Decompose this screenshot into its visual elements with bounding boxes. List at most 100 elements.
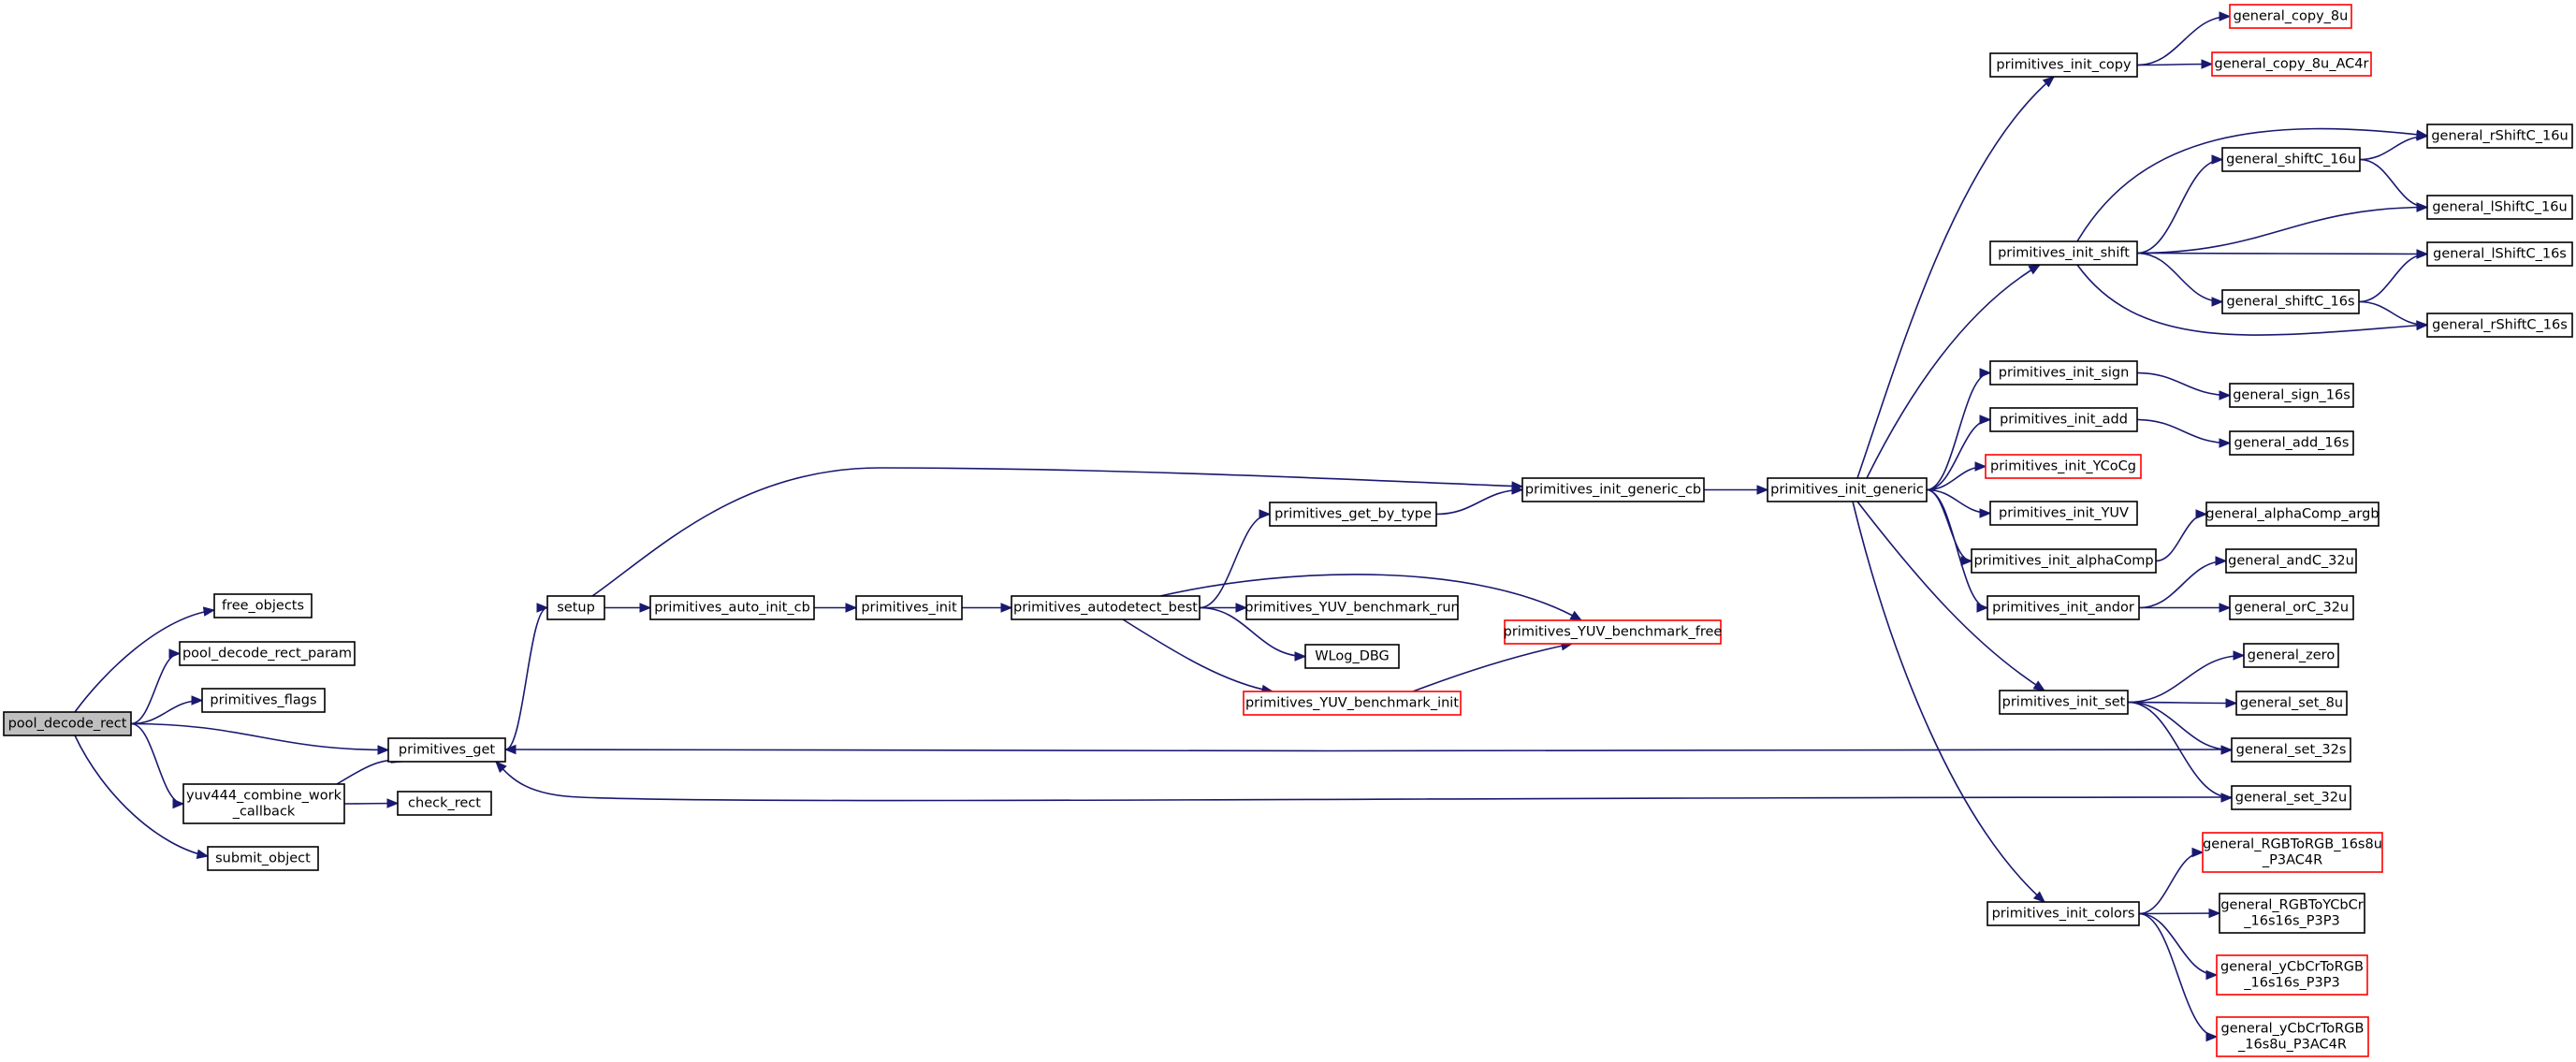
node-box: [2231, 737, 2351, 763]
node-primitives-init-set[interactable]: primitives_init_set: [1999, 690, 2129, 715]
node-general-shiftc-16s[interactable]: general_shiftC_16s: [2221, 289, 2360, 314]
node-general-copy-8u-ac4r[interactable]: general_copy_8u_AC4r: [2211, 51, 2372, 77]
edge-line: [1435, 488, 1523, 516]
edge-line: [1122, 618, 1273, 692]
node-box: [2426, 313, 2573, 338]
node-primitives-yuv-benchmark-free[interactable]: primitives_YUV_benchmark_free: [1504, 619, 1723, 645]
arrowhead: [2215, 556, 2228, 566]
node-primitives-init-yuv[interactable]: primitives_init_YUV: [1989, 501, 2138, 526]
node-pool-decode-rect-param[interactable]: pool_decode_rect_param: [179, 641, 356, 666]
node-general-set-32u[interactable]: general_set_32u: [2231, 785, 2351, 810]
edge-line: [1926, 488, 1988, 609]
edge-primitives-init-andor-to-general-andc-32u: [2138, 556, 2228, 609]
node-wlog-dbg[interactable]: WLog_DBG: [1304, 644, 1400, 669]
node-general-andc-32u[interactable]: general_andC_32u: [2225, 548, 2357, 574]
node-primitives-get[interactable]: primitives_get: [387, 737, 506, 763]
node-label: primitives_flags: [210, 693, 316, 708]
node-general-sign-16s[interactable]: general_sign_16s: [2229, 383, 2354, 408]
node-primitives-yuv-benchmark-init[interactable]: primitives_YUV_benchmark_init: [1243, 691, 1462, 716]
node-general-ycbcrtorgb-16s16s-p3p3[interactable]: general_yCbCrToRGB_16s16s_P3P3: [2216, 954, 2368, 996]
arrowhead: [2191, 847, 2205, 858]
node-box: [2216, 954, 2368, 996]
arrowhead: [1511, 485, 1524, 495]
node-pool-decode-rect[interactable]: pool_decode_rect: [3, 711, 132, 736]
edge-line: [1199, 606, 1306, 658]
node-general-orc-32u[interactable]: general_orC_32u: [2229, 595, 2354, 620]
node-primitives-init-add[interactable]: primitives_init_add: [1989, 407, 2138, 432]
edge-primitives-yuv-benchmark-init-to-primitives-yuv-benchmark-free: [1412, 641, 1574, 692]
node-primitives-init-copy[interactable]: primitives_init_copy: [1989, 52, 2138, 78]
arrowhead: [1979, 508, 1992, 518]
node-primitives-flags[interactable]: primitives_flags: [201, 688, 326, 713]
node-primitives-init-shift[interactable]: primitives_init_shift: [1989, 240, 2138, 266]
function-nodes: pool_decode_rect free_objects pool_decode_…: [3, 4, 2573, 1057]
edge-line: [1856, 501, 2045, 691]
edge-line: [1866, 264, 2041, 479]
node-box: [546, 595, 605, 620]
node-label: primitives_init_alphaComp: [1973, 554, 2153, 569]
edge-primitives-init-colors-to-general-rgbtoycbcr-16s16s-p3p3: [2138, 908, 2221, 919]
node-general-rgbtoycbcr-16s16s-p3p3[interactable]: general_RGBToYCbCr_16s16s_P3P3: [2219, 893, 2365, 934]
node-box: [397, 791, 492, 816]
node-primitives-init-generic-cb[interactable]: primitives_init_generic_cb: [1521, 477, 1705, 502]
edge-general-set-32s-to-primitives-get: [503, 744, 2233, 755]
edge-line: [504, 749, 2233, 752]
edge-line: [2138, 560, 2227, 609]
node-primitives-init-andor[interactable]: primitives_init_andor: [1987, 595, 2140, 620]
node-yuv444-combine-work-callback[interactable]: yuv444_combine_work_callback: [182, 783, 345, 824]
node-check-rect[interactable]: check_rect: [397, 791, 492, 816]
node-free-objects[interactable]: free_objects: [213, 593, 313, 618]
edge-primitives-init-generic-to-primitives-init-alphacomp: [1926, 488, 1973, 566]
node-label: general_rShiftC_16s: [2432, 318, 2568, 333]
node-box: [1989, 501, 2138, 526]
node-box: [1304, 644, 1400, 669]
node-general-set-8u[interactable]: general_set_8u: [2235, 691, 2348, 716]
node-primitives-autodetect-best[interactable]: primitives_autodetect_best: [1011, 595, 1201, 620]
node-general-lshiftc-16u[interactable]: general_lShiftC_16u: [2426, 195, 2573, 220]
node-label: general_set_32u: [2235, 791, 2347, 806]
node-general-zero[interactable]: general_zero: [2243, 643, 2339, 668]
node-primitives-get-by-type[interactable]: primitives_get_by_type: [1269, 502, 1437, 527]
node-primitives-init[interactable]: primitives_init: [855, 595, 963, 620]
edge-line: [74, 735, 209, 857]
node-general-add-16s[interactable]: general_add_16s: [2229, 430, 2354, 456]
edge-line: [2138, 912, 2218, 976]
node-general-rshiftc-16s[interactable]: general_rShiftC_16s: [2426, 313, 2573, 338]
node-submit-object[interactable]: submit_object: [207, 846, 319, 871]
node-primitives-auto-init-cb[interactable]: primitives_auto_init_cb: [649, 595, 815, 620]
node-box: [1989, 360, 2138, 386]
arrowhead: [536, 603, 549, 613]
node-primitives-init-generic[interactable]: primitives_init_generic: [1767, 477, 1928, 502]
node-primitives-init-alphacomp[interactable]: primitives_init_alphaComp: [1971, 548, 2157, 574]
node-label: check_rect: [408, 796, 481, 811]
node-primitives-yuv-benchmark-run[interactable]: primitives_YUV_benchmark_run: [1244, 595, 1460, 620]
node-general-set-32s[interactable]: general_set_32s: [2231, 737, 2351, 763]
edge-line: [2136, 206, 2428, 255]
node-label: primitives_init_copy: [1996, 58, 2132, 73]
node-general-rgbtorgb-16s8u-p3ac4r[interactable]: general_RGBToRGB_16s8u_P3AC4R: [2202, 832, 2383, 873]
node-general-copy-8u[interactable]: general_copy_8u: [2229, 4, 2352, 29]
node-general-lshiftc-16s[interactable]: general_lShiftC_16s: [2426, 241, 2573, 267]
node-general-rshiftc-16u[interactable]: general_rShiftC_16u: [2426, 124, 2573, 149]
edge-primitives-init-to-primitives-autodetect-best: [962, 603, 1013, 613]
arrowhead: [1235, 603, 1248, 613]
node-general-ycbcrtorgb-16s8u-p3ac4r[interactable]: general_yCbCrToRGB_16s8u_P3AC4R: [2216, 1016, 2369, 1057]
node-general-shiftc-16u[interactable]: general_shiftC_16u: [2221, 147, 2361, 172]
node-label: _P3AC4R: [2262, 853, 2322, 868]
node-primitives-init-ycocg[interactable]: primitives_init_YCoCg: [1985, 454, 2142, 479]
node-box: [2216, 1016, 2369, 1057]
arrowhead: [1979, 368, 1992, 378]
arrowhead: [1976, 603, 1989, 613]
arrowhead: [1974, 461, 1987, 472]
node-primitives-init-sign[interactable]: primitives_init_sign: [1989, 360, 2138, 386]
arrowhead: [495, 761, 507, 773]
node-box: [1011, 595, 1201, 620]
node-primitives-init-colors[interactable]: primitives_init_colors: [1987, 901, 2140, 926]
node-general-alphacomp-argb[interactable]: general_alphaComp_argb: [2205, 502, 2380, 527]
node-label: primitives_init_YCoCg: [1990, 459, 2136, 474]
node-setup[interactable]: setup: [546, 595, 605, 620]
node-label: primitives_auto_init_cb: [654, 601, 810, 616]
edge-line: [1856, 76, 2055, 479]
node-label: pool_decode_rect_param: [182, 647, 352, 662]
